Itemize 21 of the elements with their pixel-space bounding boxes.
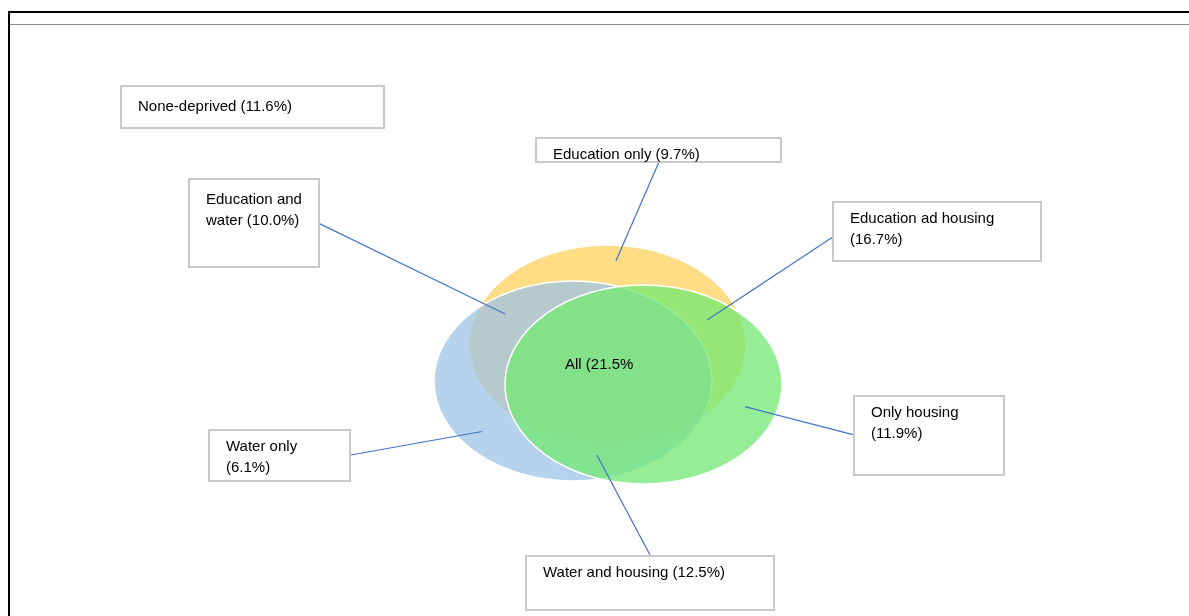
leader-line (615, 162, 660, 262)
callout-text: Education only (9.7%) (553, 144, 701, 164)
callout-box (120, 85, 385, 129)
callout-text: Education ad housing (16.7%) (850, 208, 996, 249)
callout-box (188, 178, 320, 268)
leader-line (596, 454, 651, 556)
callout-text: Education and water (10.0%) (206, 189, 303, 230)
region-label: All (21.5% (565, 354, 634, 374)
callout-box (208, 429, 351, 482)
callout-box (525, 555, 775, 611)
leader-line (319, 223, 506, 315)
callout-box (853, 395, 1005, 476)
leader-line (350, 430, 483, 456)
callout-text: Water only (6.1%) (226, 436, 299, 477)
callout-box (832, 201, 1042, 262)
leader-line (706, 237, 833, 321)
callout-box (535, 137, 782, 163)
callout-text: None-deprived (11.6%) (138, 96, 293, 116)
leader-line (744, 406, 854, 436)
callout-text: Only housing (11.9%) (871, 402, 960, 443)
callout-text: Water and housing (12.5%) (543, 562, 727, 582)
